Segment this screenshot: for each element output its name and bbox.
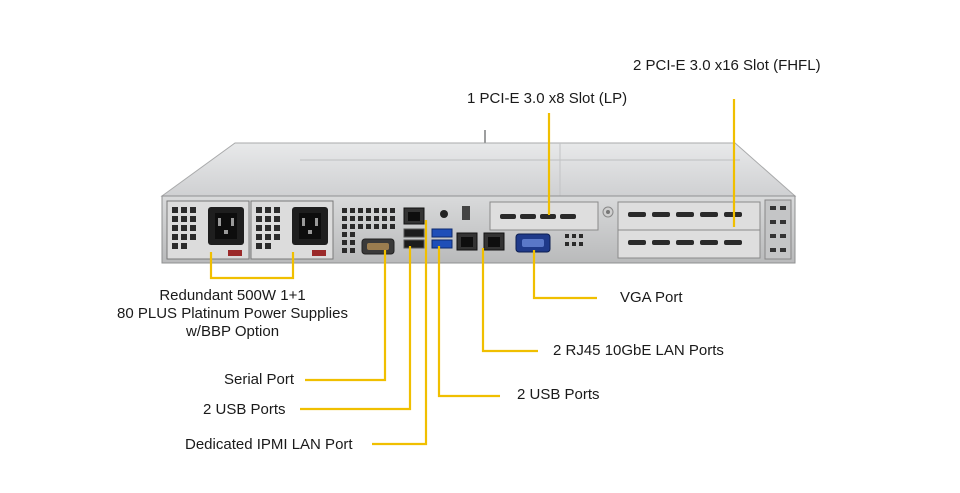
label-pcie-x8: 1 PCI-E 3.0 x8 Slot (LP) <box>467 90 628 107</box>
serial-port <box>361 238 395 255</box>
leader-serial <box>305 250 387 382</box>
label-power-supplies: Redundant 500W 1+1 80 PLUS Platinum Powe… <box>105 287 360 341</box>
leader-usb-right <box>437 246 500 398</box>
usb-ports-left <box>403 228 425 249</box>
lan-10gbe-ports <box>456 232 505 251</box>
label-serial-port: Serial Port <box>224 371 295 388</box>
leader-vga <box>532 250 597 300</box>
leader-lan <box>481 248 538 353</box>
label-vga-port: VGA Port <box>620 289 683 306</box>
vga-port <box>515 233 551 253</box>
ipmi-lan-port <box>403 207 425 225</box>
callout-leaders <box>209 99 736 446</box>
pcie-x8-lp-slot <box>489 201 599 231</box>
io-vent-grid <box>342 208 583 253</box>
leader-psu <box>209 252 295 280</box>
power-supply-1 <box>166 200 250 260</box>
label-usb-ports-left: 2 USB Ports <box>203 401 286 418</box>
usb-ports-right <box>431 228 453 249</box>
pcie-x16-fhfl-slots <box>617 201 761 259</box>
label-psu-line3: w/BBP Option <box>185 323 280 340</box>
power-supply-2 <box>250 200 334 260</box>
leader-usb-left <box>300 246 412 411</box>
chassis-top <box>160 142 797 197</box>
label-usb-ports-right: 2 USB Ports <box>517 386 600 403</box>
label-psu-line2: 80 PLUS Platinum Power Supplies <box>117 305 348 322</box>
label-psu-line1: Redundant 500W 1+1 <box>159 287 306 304</box>
label-pcie-x16: 2 PCI-E 3.0 x16 Slot (FHFL) <box>633 57 821 74</box>
chassis-right-rail <box>764 199 792 260</box>
leader-ipmi <box>372 220 428 446</box>
label-lan-10gbe: 2 RJ45 10GbE LAN Ports <box>553 342 724 359</box>
label-ipmi-lan-port: Dedicated IPMI LAN Port <box>185 436 353 453</box>
